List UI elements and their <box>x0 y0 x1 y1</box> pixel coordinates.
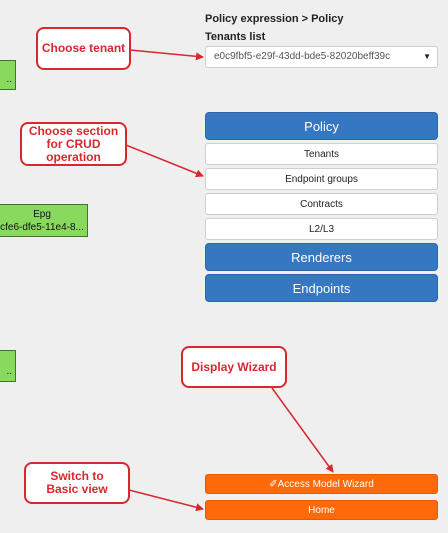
graph-node-bottom-text: .. <box>6 366 12 377</box>
arrow-switch-basic <box>128 489 204 512</box>
arrow-choose-tenant <box>129 49 204 61</box>
callout-display-wizard: Display Wizard <box>181 346 287 388</box>
endpoint-groups-button[interactable]: Endpoint groups <box>205 168 438 190</box>
access-model-wizard-label: Access Model Wizard <box>277 478 374 490</box>
tenant-select[interactable]: e0c9fbf5-e29f-43dd-bde5-82020beff39c ▼ <box>205 46 438 68</box>
endpoints-button[interactable]: Endpoints <box>205 274 438 302</box>
contracts-button[interactable]: Contracts <box>205 193 438 215</box>
tenants-button[interactable]: Tenants <box>205 143 438 165</box>
home-button[interactable]: Home <box>205 500 438 520</box>
graph-node-bottom[interactable]: .. <box>0 350 16 382</box>
callout-choose-tenant: Choose tenant <box>36 27 131 70</box>
breadcrumb: Policy expression > Policy <box>205 13 344 25</box>
graph-node-epg-id: cfe6-dfe5-11e4-8... <box>0 222 84 233</box>
tenant-select-value: e0c9fbf5-e29f-43dd-bde5-82020beff39c <box>214 51 391 62</box>
callout-choose-section: Choose section for CRUD operation <box>20 122 127 166</box>
chevron-down-icon: ▼ <box>423 52 431 61</box>
tenants-list-label: Tenants list <box>205 31 266 43</box>
arrow-display-wizard <box>271 387 334 473</box>
l2l3-button[interactable]: L2/L3 <box>205 218 438 240</box>
graph-node-epg-title: Epg <box>33 209 51 220</box>
callout-switch-basic: Switch to Basic view <box>24 462 130 504</box>
wand-icon: ✐ <box>269 478 278 490</box>
policy-button[interactable]: Policy <box>205 112 438 140</box>
access-model-wizard-button[interactable]: ✐ Access Model Wizard <box>205 474 438 494</box>
graph-node-top[interactable]: .. <box>0 60 16 90</box>
graph-node-epg[interactable]: Epg cfe6-dfe5-11e4-8... <box>0 204 88 237</box>
arrow-choose-section <box>125 144 204 178</box>
graph-node-top-text: .. <box>6 74 12 85</box>
renderers-button[interactable]: Renderers <box>205 243 438 271</box>
